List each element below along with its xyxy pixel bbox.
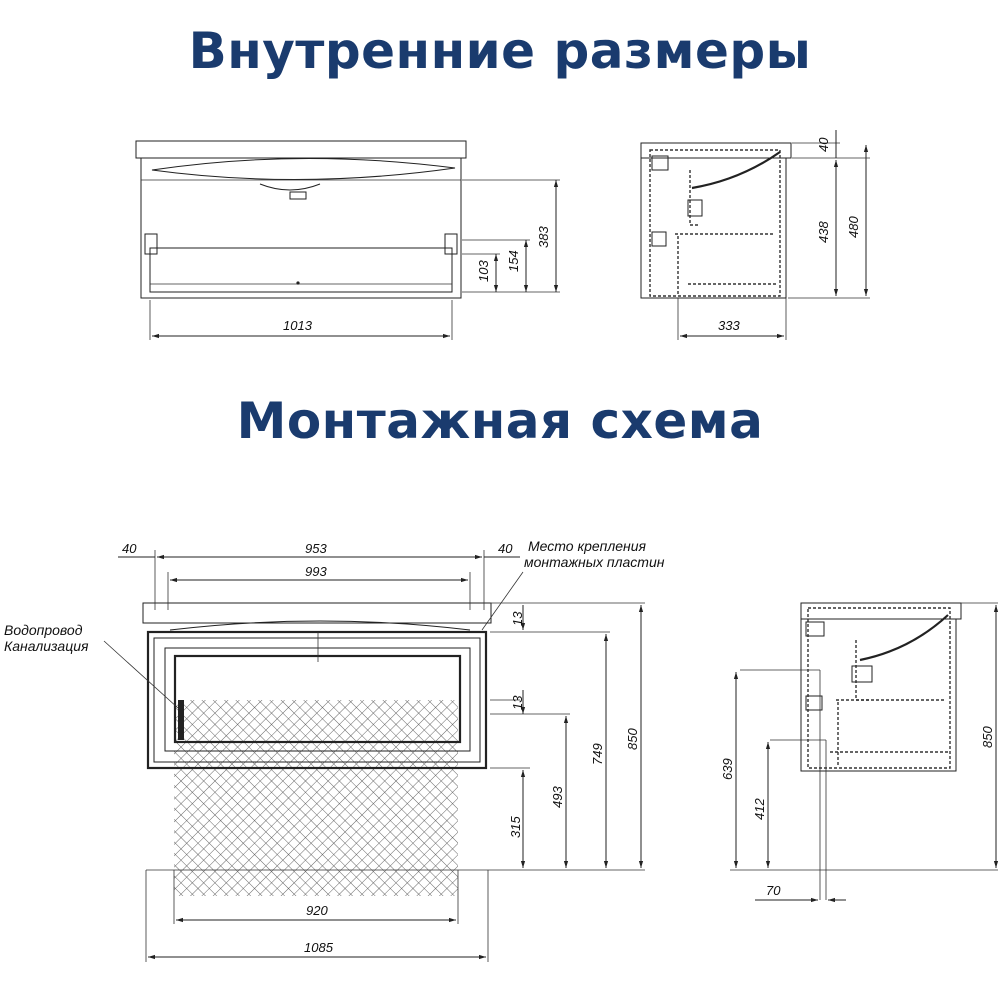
dim-953: 953 (305, 541, 327, 556)
dim-749: 749 (590, 743, 605, 765)
mount-countertop (142, 602, 492, 624)
note-plates-line2: монтажных пластин (524, 554, 665, 570)
dim-1013: 1013 (283, 318, 313, 333)
note-sewage: Канализация (4, 638, 89, 654)
dim-639: 639 (720, 758, 735, 780)
dim-315: 315 (508, 816, 523, 838)
side-bowl-curve (691, 151, 781, 190)
pipe-stub (178, 700, 184, 740)
side-fitting-mid (651, 231, 667, 247)
sink-bowl (151, 158, 456, 180)
mount-side-countertop (800, 602, 962, 620)
sink-drain (289, 191, 307, 200)
leader-pipes (103, 640, 179, 709)
mount-side-bowl (859, 614, 949, 662)
sink-drain-curve (259, 183, 321, 191)
side-inner-outline (649, 149, 781, 297)
internal-front-view: 1013 103 154 383 (135, 140, 560, 340)
dim-412: 412 (752, 798, 767, 820)
heading-mounting-scheme: Монтажная схема (236, 392, 764, 450)
drawer-handle (296, 281, 300, 285)
internal-side-view: 40 438 480 333 (640, 130, 870, 340)
dim-40-left: 40 (122, 541, 137, 556)
heading-internal-dimensions: Внутренние размеры (188, 22, 812, 80)
mount-drawer-frame (164, 647, 471, 752)
utility-zone (174, 700, 458, 896)
dim-40-side: 40 (816, 137, 831, 152)
dim-1085: 1085 (304, 940, 334, 955)
dim-438: 438 (816, 221, 831, 243)
dim-40-right: 40 (498, 541, 513, 556)
dim-13-top: 13 (510, 611, 525, 626)
dim-333: 333 (718, 318, 740, 333)
side-siphon (689, 170, 700, 226)
mount-drawer (173, 654, 462, 744)
note-plates-line1: Место крепления (528, 538, 647, 554)
countertop (135, 140, 467, 159)
dim-383: 383 (536, 226, 551, 248)
dim-493: 493 (550, 786, 565, 808)
drawer (149, 247, 453, 293)
mounting-front-view: 953 993 40 40 Место крепления монтажных … (4, 538, 665, 962)
dim-920: 920 (306, 903, 328, 918)
dim-850-side: 850 (980, 726, 995, 748)
side-fitting-top (651, 155, 669, 171)
mounting-side-view: 850 639 412 70 (720, 602, 999, 903)
side-cabinet (640, 157, 787, 299)
right-bracket (444, 233, 458, 255)
dim-850-front: 850 (625, 728, 640, 750)
left-bracket (144, 233, 158, 255)
dim-70: 70 (766, 883, 781, 898)
leader-plates (481, 571, 524, 631)
dim-103: 103 (476, 260, 491, 282)
cabinet-body (140, 157, 462, 299)
dim-480: 480 (846, 216, 861, 238)
mount-side-cabinet (800, 618, 957, 772)
mount-cabinet (146, 630, 488, 770)
dim-993: 993 (305, 564, 327, 579)
dim-13-mid: 13 (510, 695, 525, 710)
note-water: Водопровод (4, 622, 83, 638)
dim-154: 154 (506, 250, 521, 272)
